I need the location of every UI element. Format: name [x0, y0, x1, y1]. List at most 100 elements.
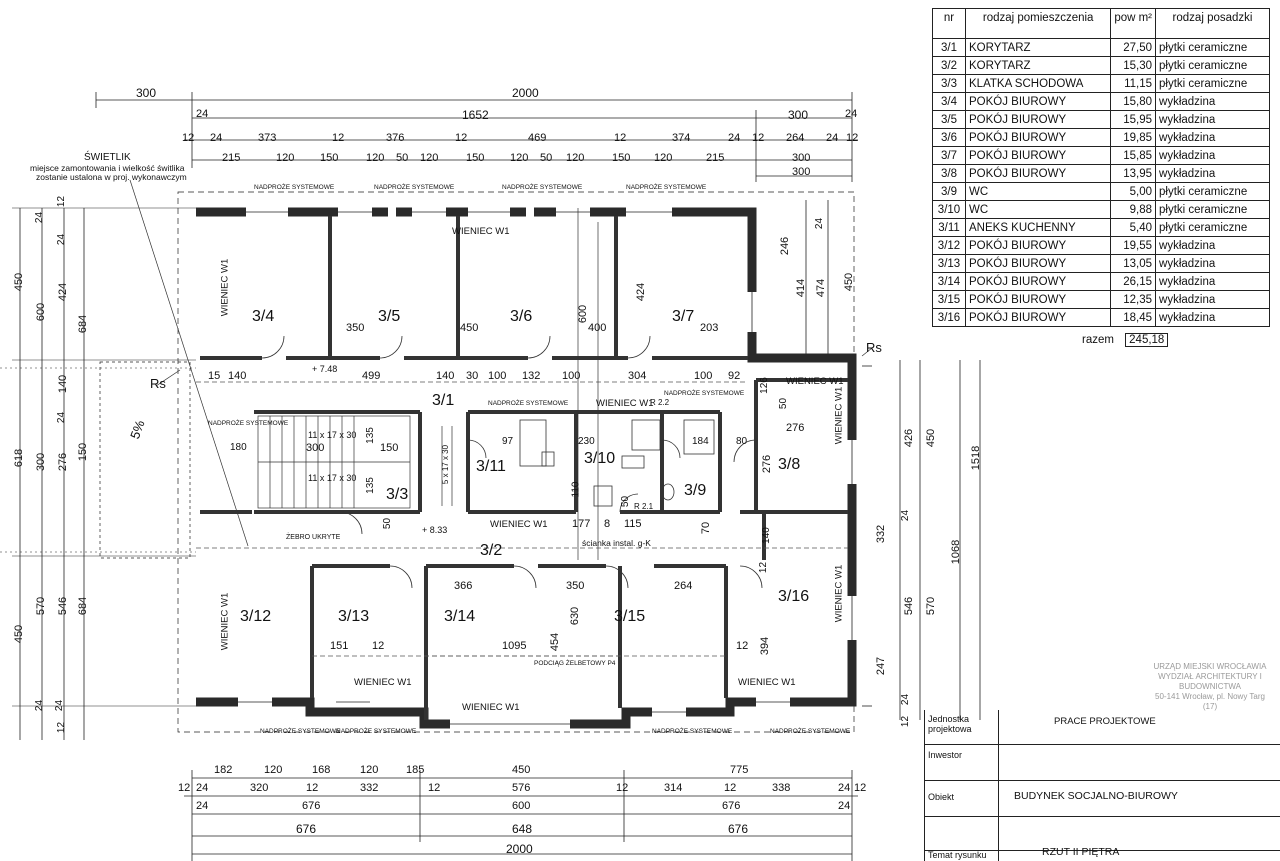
room-floor: płytki ceramiczne — [1155, 200, 1270, 219]
room-type: POKÓJ BIUROWY — [964, 272, 1112, 291]
room-nr: 3/2 — [932, 56, 966, 75]
room-floor: wykładzina — [1155, 92, 1270, 111]
room-floor: wykładzina — [1155, 128, 1270, 147]
room-area: 15,95 — [1110, 110, 1157, 129]
col-area-header: pow m² — [1110, 8, 1157, 39]
object-value: BUDYNEK SOCJALNO-BIUROWY — [1014, 790, 1178, 802]
topic-label: Temat rysunku — [928, 850, 987, 860]
stamp-line-2: WYDZIAŁ ARCHITEKTURY I BUDOWNICTWA — [1158, 672, 1262, 691]
room-area: 15,80 — [1110, 92, 1157, 111]
room-nr: 3/1 — [932, 38, 966, 57]
room-floor: płytki ceramiczne — [1155, 74, 1270, 93]
room-area: 26,15 — [1110, 272, 1157, 291]
room-nr: 3/7 — [932, 146, 966, 165]
room-floor: wykładzina — [1155, 164, 1270, 183]
room-area: 5,40 — [1110, 218, 1157, 237]
room-nr: 3/10 — [932, 200, 966, 219]
room-floor: płytki ceramiczne — [1155, 38, 1270, 57]
room-type: ANEKS KUCHENNY — [964, 218, 1112, 237]
col-floor-header: rodzaj posadzki — [1155, 8, 1270, 39]
room-area: 12,35 — [1110, 290, 1157, 309]
room-floor: wykładzina — [1155, 110, 1270, 129]
room-type: POKÓJ BIUROWY — [964, 308, 1112, 327]
room-floor: płytki ceramiczne — [1155, 182, 1270, 201]
room-nr: 3/3 — [932, 74, 966, 93]
total-label: razem — [1082, 334, 1114, 346]
room-area: 11,15 — [1110, 74, 1157, 93]
room-area: 15,85 — [1110, 146, 1157, 165]
room-area: 19,55 — [1110, 236, 1157, 255]
room-floor: płytki ceramiczne — [1155, 56, 1270, 75]
room-area: 18,45 — [1110, 308, 1157, 327]
room-area: 15,30 — [1110, 56, 1157, 75]
room-floor: wykładzina — [1155, 272, 1270, 291]
col-nr-header: nr — [932, 8, 966, 39]
room-nr: 3/13 — [932, 254, 966, 273]
stamp-line-3: 50-141 Wrocław, pl. Nowy Targ — [1155, 692, 1265, 701]
room-area: 13,95 — [1110, 164, 1157, 183]
room-area: 13,05 — [1110, 254, 1157, 273]
room-type: POKÓJ BIUROWY — [964, 110, 1112, 129]
room-type: POKÓJ BIUROWY — [964, 92, 1112, 111]
room-floor: wykładzina — [1155, 254, 1270, 273]
room-floor: płytki ceramiczne — [1155, 218, 1270, 237]
room-schedule-header: nr rodzaj pomieszczenia pow m² rodzaj po… — [932, 8, 1270, 39]
stamp-line-1: URZĄD MIEJSKI WROCŁAWIA — [1153, 662, 1267, 671]
room-floor: wykładzina — [1155, 308, 1270, 327]
room-nr: 3/8 — [932, 164, 966, 183]
room-nr: 3/11 — [932, 218, 966, 237]
investor-label: Inwestor — [928, 750, 963, 760]
room-floor: wykładzina — [1155, 146, 1270, 165]
room-type: POKÓJ BIUROWY — [964, 164, 1112, 183]
total-value: 245,18 — [1125, 333, 1169, 347]
room-nr: 3/5 — [932, 110, 966, 129]
room-type: KORYTARZ — [964, 56, 1112, 75]
room-type: WC — [964, 200, 1112, 219]
room-nr: 3/16 — [932, 308, 966, 327]
room-nr: 3/14 — [932, 272, 966, 291]
room-nr: 3/12 — [932, 236, 966, 255]
room-schedule-total: razem 245,18 — [1082, 333, 1169, 347]
unit-value: PRACE PROJEKTOWE — [1054, 716, 1156, 727]
room-nr: 3/15 — [932, 290, 966, 309]
room-area: 5,00 — [1110, 182, 1157, 201]
topic-value: RZUT II PIĘTRA — [1042, 846, 1120, 858]
room-area: 27,50 — [1110, 38, 1157, 57]
room-nr: 3/4 — [932, 92, 966, 111]
room-type: POKÓJ BIUROWY — [964, 146, 1112, 165]
room-nr: 3/9 — [932, 182, 966, 201]
room-floor: wykładzina — [1155, 290, 1270, 309]
room-area: 19,85 — [1110, 128, 1157, 147]
municipal-stamp: URZĄD MIEJSKI WROCŁAWIA WYDZIAŁ ARCHITEK… — [1140, 662, 1280, 712]
room-schedule-table: nr rodzaj pomieszczenia pow m² rodzaj po… — [932, 8, 1270, 327]
room-type: POKÓJ BIUROWY — [964, 236, 1112, 255]
stamp-line-4: (17) — [1202, 702, 1218, 711]
room-floor: wykładzina — [1155, 236, 1270, 255]
room-type: POKÓJ BIUROWY — [964, 290, 1112, 309]
col-type-header: rodzaj pomieszczenia — [964, 8, 1112, 39]
title-block: Jednostka projektowa PRACE PROJEKTOWE In… — [918, 710, 1280, 861]
room-type: POKÓJ BIUROWY — [964, 254, 1112, 273]
room-area: 9,88 — [1110, 200, 1157, 219]
object-label: Obiekt — [928, 792, 955, 802]
unit-label: Jednostka projektowa — [928, 714, 972, 734]
room-type: WC — [964, 182, 1112, 201]
room-type: KORYTARZ — [964, 38, 1112, 57]
